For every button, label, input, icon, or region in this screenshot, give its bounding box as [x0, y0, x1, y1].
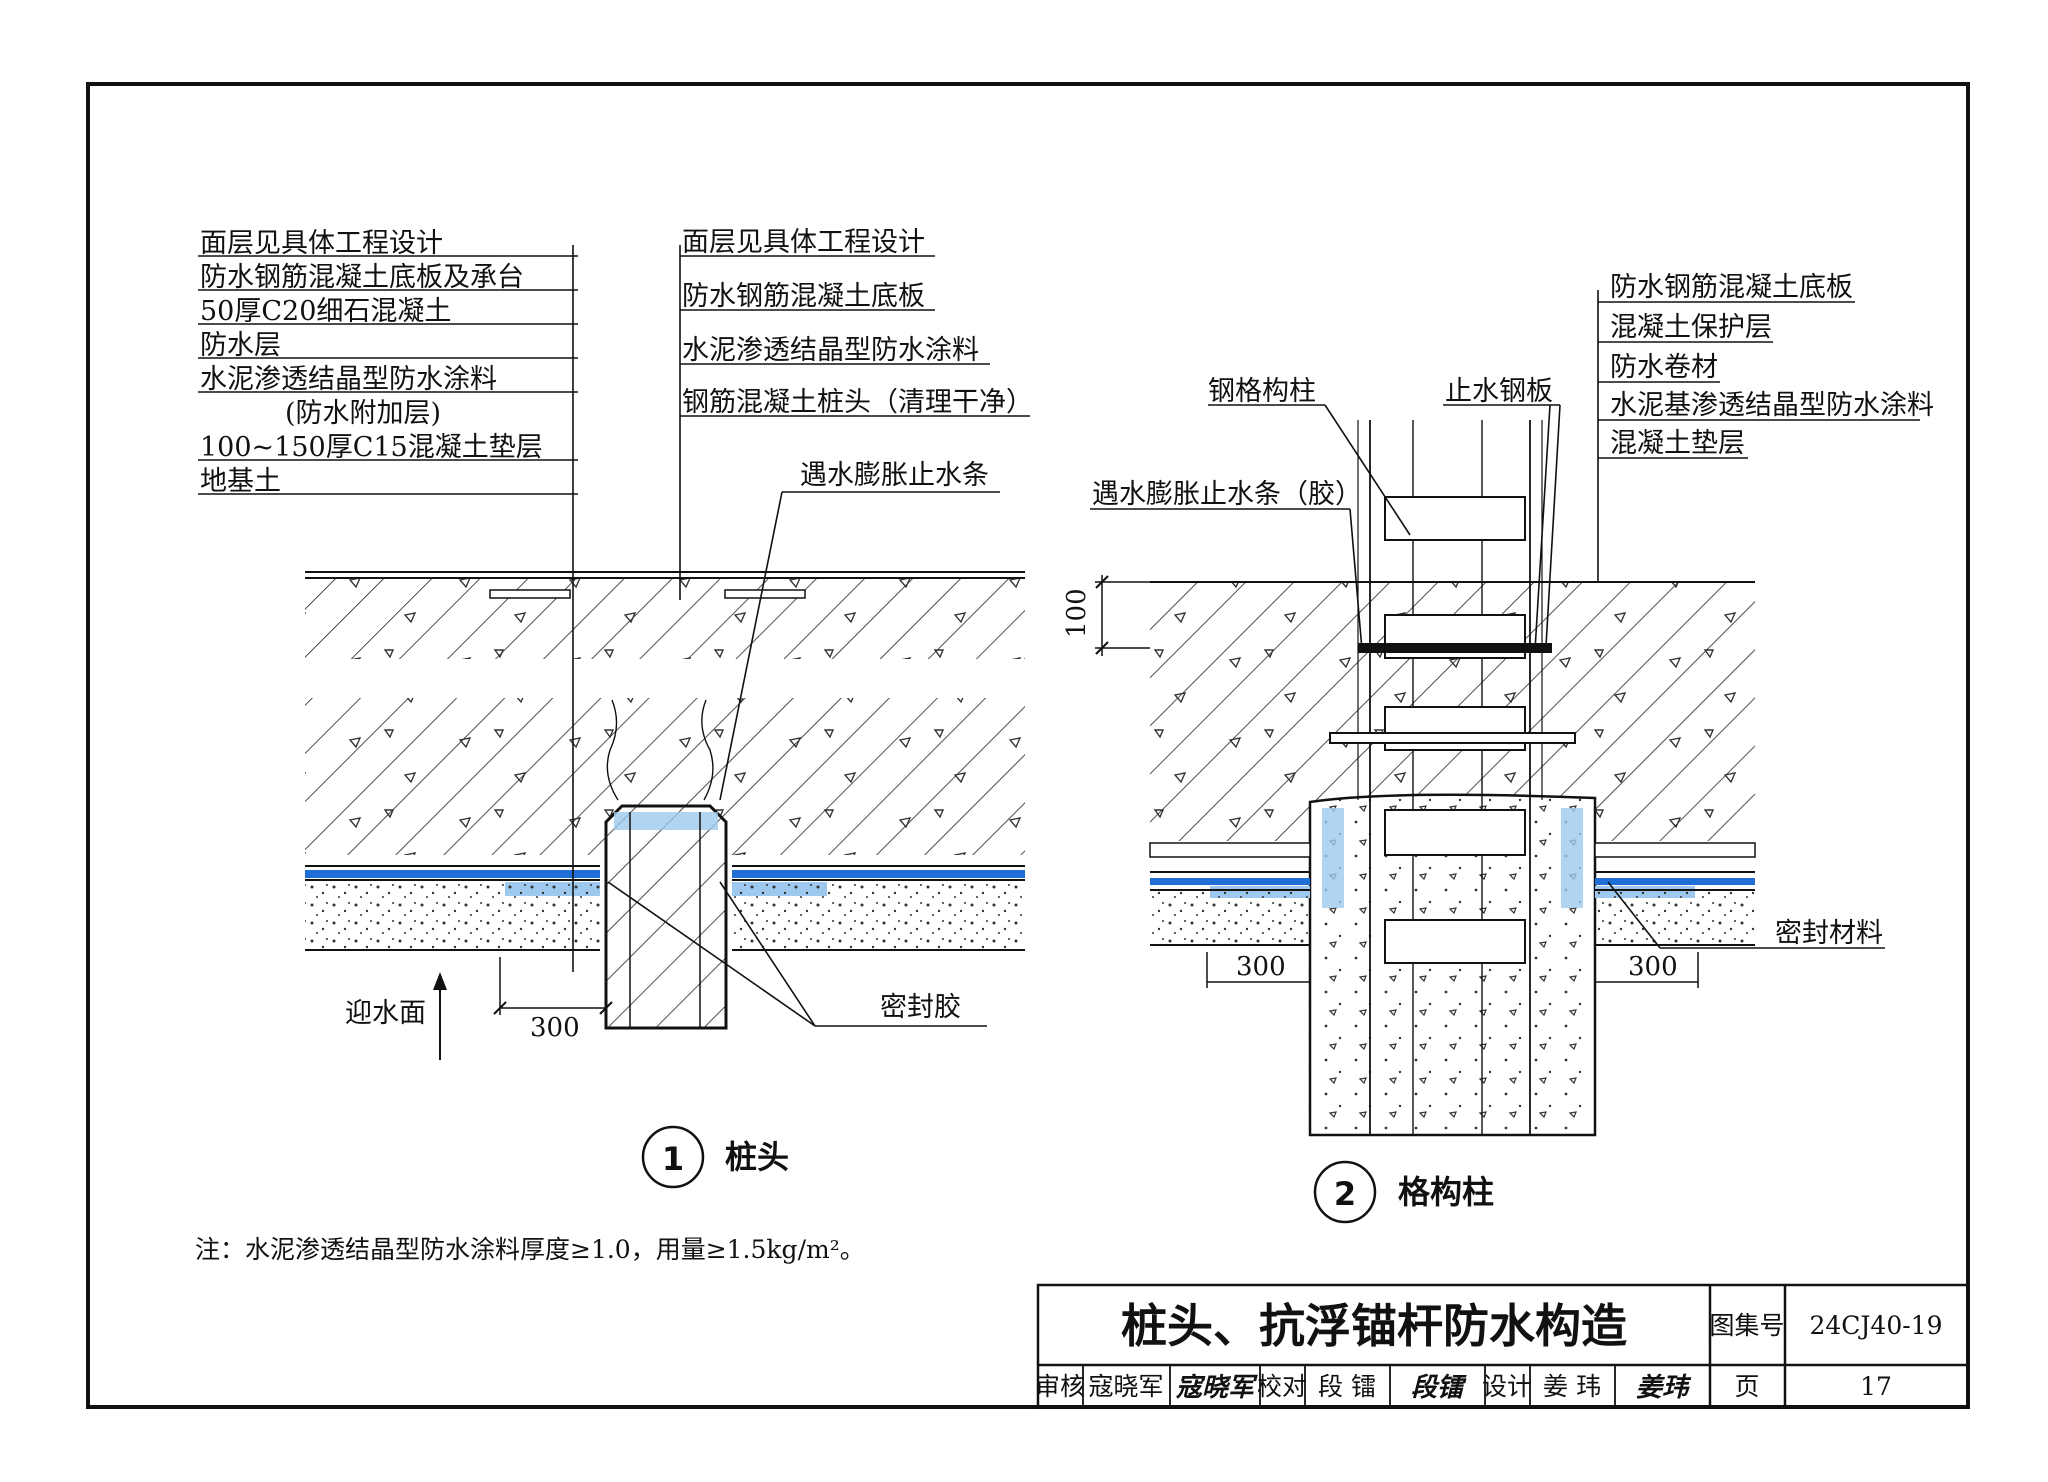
- d1-upstream-label: 迎水面: [345, 998, 426, 1029]
- d2-label-2: 防水卷材: [1610, 352, 1718, 383]
- d1-swell-strip-label: 遇水膨胀止水条: [800, 460, 989, 491]
- detail-1-pile-head: 面层见具体工程设计 防水钢筋混凝土底板及承台 50厚C20细石混凝土 防水层 水…: [198, 227, 1033, 1189]
- d2-title: 格构柱: [1398, 1173, 1494, 1211]
- d2-dim-100: 100: [1062, 588, 1092, 638]
- d1-title: 桩头: [725, 1138, 789, 1176]
- d2-seal-material-label: 密封材料: [1775, 918, 1883, 949]
- reviewer-signature: 寇晓军: [1175, 1373, 1258, 1403]
- designer-signature: 姜玮: [1636, 1373, 1692, 1403]
- d1-mid-label-2: 水泥渗透结晶型防水涂料: [682, 335, 979, 366]
- d1-label-3: 防水层: [200, 330, 281, 361]
- d2-label-3: 水泥基渗透结晶型防水涂料: [1610, 390, 1934, 421]
- note: 注：水泥渗透结晶型防水涂料厚度≥1.0，用量≥1.5kg/m²。: [195, 1235, 865, 1264]
- page-number: 17: [1860, 1372, 1892, 1401]
- title-block: [1036, 1283, 1970, 1409]
- d1-sealant-label: 密封胶: [880, 992, 961, 1023]
- d2-swell-strip-label: 遇水膨胀止水条（胶）: [1092, 479, 1362, 510]
- designer-name: 姜 玮: [1543, 1372, 1601, 1401]
- checker-signature: 段镭: [1411, 1373, 1467, 1403]
- d1-label-1: 防水钢筋混凝土底板及承台: [200, 262, 524, 293]
- d1-label-2: 50厚C20细石混凝土: [200, 296, 451, 327]
- d1-label-6: 100~150厚C15混凝土垫层: [200, 432, 543, 463]
- d2-water-stop-label: 止水钢板: [1445, 376, 1553, 407]
- check-label: 校对: [1257, 1372, 1307, 1401]
- sheet-title: 桩头、抗浮锚杆防水构造: [1121, 1299, 1627, 1353]
- d1-mid-label-0: 面层见具体工程设计: [682, 227, 925, 258]
- review-label: 审核: [1035, 1372, 1085, 1401]
- d1-bedding: [305, 880, 600, 950]
- detail-2-lattice-column: 100 300 300 钢格构柱 止水钢板 遇水膨胀止水条（胶） 防水钢筋混凝土…: [1062, 272, 1934, 1224]
- d1-mid-label-3: 钢筋混凝土桩头（清理干净）: [682, 387, 1033, 418]
- d1-label-5: (防水附加层): [285, 398, 441, 429]
- page-label: 页: [1734, 1372, 1759, 1401]
- d2-number: 2: [1334, 1175, 1356, 1213]
- atlas-number: 24CJ40-19: [1809, 1311, 1942, 1340]
- d2-label-4: 混凝土垫层: [1610, 428, 1745, 459]
- checker-name: 段 镭: [1318, 1372, 1376, 1401]
- d1-dim-300: 300: [530, 1013, 580, 1043]
- d1-mid-label-1: 防水钢筋混凝土底板: [682, 281, 925, 312]
- d2-column-encasement: [1308, 793, 1597, 1137]
- d2-lattice-label: 钢格构柱: [1208, 376, 1316, 407]
- d2-dim-300-left: 300: [1236, 952, 1286, 982]
- d1-label-0: 面层见具体工程设计: [200, 228, 443, 259]
- d2-dim-300-right: 300: [1628, 952, 1678, 982]
- reviewer-name: 寇晓军: [1088, 1372, 1163, 1401]
- d1-label-4: 水泥渗透结晶型防水涂料: [200, 364, 497, 395]
- d2-water-stop-plate: [1358, 643, 1552, 653]
- d2-label-1: 混凝土保护层: [1610, 312, 1772, 343]
- d2-label-0: 防水钢筋混凝土底板: [1610, 272, 1853, 303]
- sheet-border: [86, 82, 1970, 1409]
- design-label: 设计: [1482, 1372, 1532, 1401]
- d1-number: 1: [662, 1140, 684, 1178]
- d1-label-7: 地基土: [200, 466, 281, 497]
- atlas-label: 图集号: [1709, 1311, 1784, 1340]
